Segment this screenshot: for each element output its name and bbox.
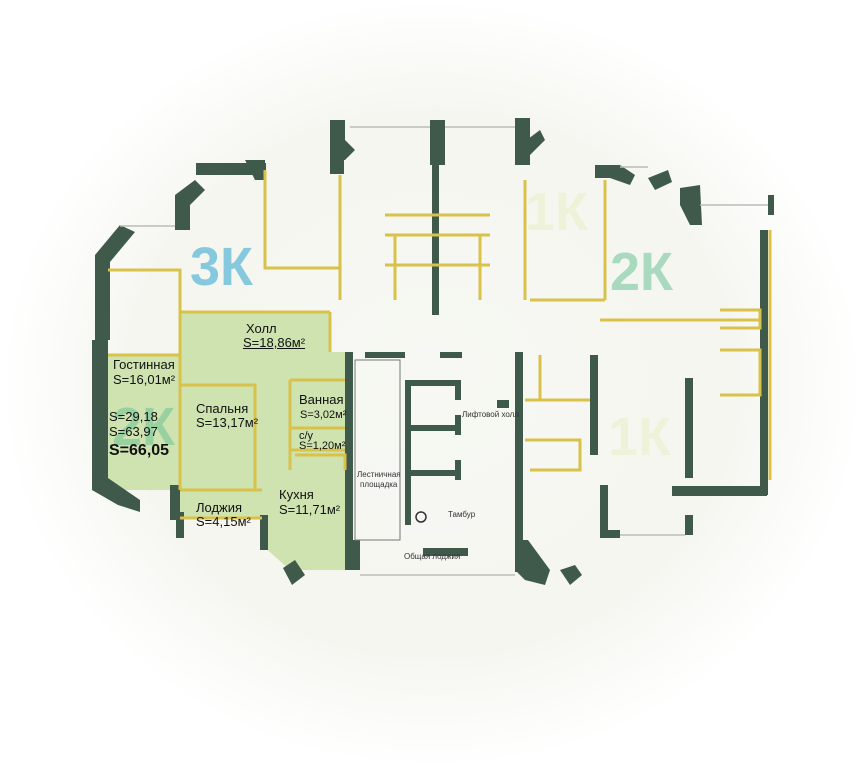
total-area: S=63,97 <box>109 424 158 439</box>
partitions <box>108 170 772 520</box>
room-wc-area: S=1,20м² <box>299 440 346 452</box>
vestibule-label: Тамбур <box>448 510 476 519</box>
room-hall-name: Холл <box>246 321 277 336</box>
apartment-label-3k: 3К <box>190 237 253 297</box>
room-loggia-area: S=4,15м² <box>196 514 251 529</box>
entrance-label: Общая лоджия <box>404 552 461 561</box>
living-area-total: S=29,18 <box>109 409 158 424</box>
lift-hall-label: Лифтовой холл <box>462 410 519 419</box>
room-bathroom-area: S=3,02м² <box>300 409 347 421</box>
total-with-loggia: S=66,05 <box>109 442 170 459</box>
apartment-label-2k-left: 2К <box>112 397 175 457</box>
room-kitchen-name: Кухня <box>279 487 314 502</box>
apartment-label-1k-bottom: 1К <box>608 407 671 467</box>
room-bathroom-name: Ванная <box>299 392 344 407</box>
stair-details <box>354 359 427 541</box>
room-living-name: Гостинная <box>113 357 175 372</box>
stair-landing-label-2: площадка <box>360 480 398 489</box>
room-loggia-name: Лоджия <box>196 500 243 515</box>
room-kitchen-area: S=11,71м² <box>279 502 341 517</box>
stair-landing-label-1: Лестничная <box>357 470 401 479</box>
room-wc-name: с/у <box>299 430 314 442</box>
room-bedroom-name: Спальня <box>196 401 249 416</box>
room-hall-area: S=18,86м² <box>243 335 306 350</box>
highlighted-apartment-area <box>108 312 345 570</box>
apartment-label-2k-right: 2К <box>610 242 673 302</box>
windows <box>120 126 768 576</box>
outer-walls <box>92 118 774 585</box>
room-living-area: S=16,01м² <box>113 372 176 387</box>
apartment-label-1k-top: 1К <box>525 182 588 242</box>
room-bedroom-area: S=13,17м² <box>196 415 259 430</box>
